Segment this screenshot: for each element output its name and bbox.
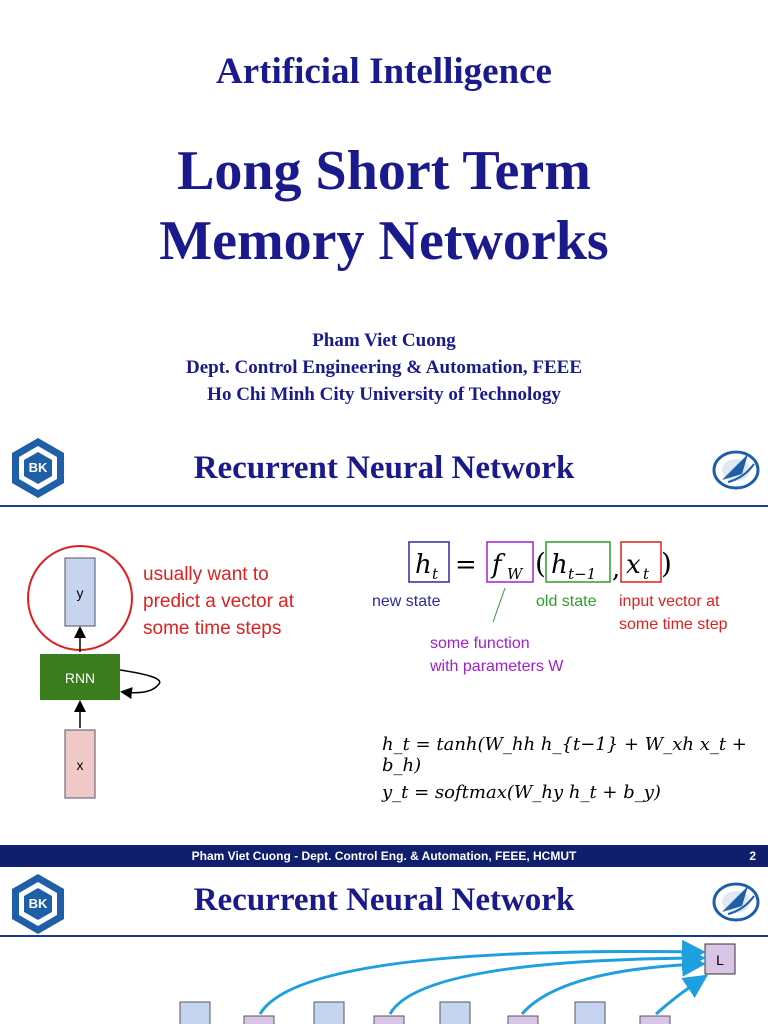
loss-label: L [716, 952, 724, 968]
input-x-box [64, 729, 96, 799]
loss-box [704, 943, 736, 975]
author-block: Pham Viet Cuong Dept. Control Engineerin… [0, 327, 768, 408]
f-subscript: W [507, 565, 524, 583]
old-state-box [545, 541, 611, 583]
header-rule-2 [0, 935, 768, 937]
label-old-state: old state [536, 593, 597, 610]
faculty-emblem-icon-2 [712, 882, 760, 922]
x-t-symbol: x [626, 550, 641, 580]
x-t-subscript: t [643, 565, 650, 583]
svg-text:(: ( [535, 547, 546, 580]
equals-symbol: = [455, 550, 477, 580]
f-symbol: f [490, 550, 506, 580]
lecture-title-line-1: Long Short Term [177, 140, 591, 202]
unrolled-rnn-diagram: L [179, 939, 736, 1024]
slide-footer: Pham Viet Cuong - Dept. Control Eng. & A… [0, 845, 768, 867]
equation-hidden-state: h_t = tanh(W_hh h_{t−1} + W_xh x_t + b_h… [382, 734, 747, 776]
note-line-1: usually want to [143, 564, 269, 585]
h-t-symbol: h [415, 550, 432, 580]
bk-logo-icon: BK [12, 438, 64, 498]
author-dept: Dept. Control Engineering & Automation, … [185, 357, 583, 378]
note-line-2: predict a vector at [143, 591, 295, 612]
label-input-line-1: input vector at [619, 593, 720, 610]
label-function-line-1: some function [430, 635, 530, 652]
recurrence-formula: h t = f W ( h t−1 , x t ) new state old … [372, 541, 728, 675]
input-box [620, 541, 662, 583]
function-box [486, 541, 534, 583]
lecture-title: Long Short Term Memory Networks [0, 136, 768, 276]
label-input-line-2: some time step [619, 616, 728, 633]
h-prev-subscript: t−1 [568, 565, 596, 583]
output-y-label: y [77, 585, 84, 601]
course-title: Artificial Intelligence [216, 51, 552, 92]
bk-logo-text-2: BK [29, 896, 48, 911]
svg-text:,: , [612, 554, 620, 584]
page-number: 2 [749, 849, 756, 863]
recurrent-loop-arrow [119, 669, 161, 699]
h-t-subscript: t [432, 565, 439, 583]
rnn-cell-label: RNN [65, 670, 95, 686]
slide-title: Recurrent Neural Network [193, 450, 575, 486]
note-line-3: some time steps [143, 618, 281, 639]
rnn-diagram: y RNN x usually want to predict a vector… [27, 545, 295, 799]
h-prev-symbol: h [551, 550, 568, 580]
header-rule [0, 505, 768, 507]
author-name: Pham Viet Cuong [312, 330, 456, 351]
svg-text:): ) [661, 547, 672, 580]
footer-text: Pham Viet Cuong - Dept. Control Eng. & A… [191, 849, 577, 863]
bk-logo-text: BK [29, 460, 48, 475]
bk-logo-icon-2: BK [12, 874, 64, 934]
output-y-box [64, 557, 96, 627]
faculty-emblem-icon [712, 450, 760, 490]
input-x-label: x [77, 757, 84, 773]
label-new-state: new state [372, 593, 441, 610]
author-university: Ho Chi Minh City University of Technolog… [207, 384, 561, 405]
equation-output: y_t = softmax(W_hy h_t + b_y) [382, 782, 661, 803]
rnn-cell-box [40, 654, 120, 700]
new-state-box [408, 541, 450, 583]
lecture-title-line-2: Memory Networks [159, 210, 609, 272]
label-function-line-2: with parameters W [429, 658, 564, 675]
slide-title-2: Recurrent Neural Network [193, 882, 575, 918]
